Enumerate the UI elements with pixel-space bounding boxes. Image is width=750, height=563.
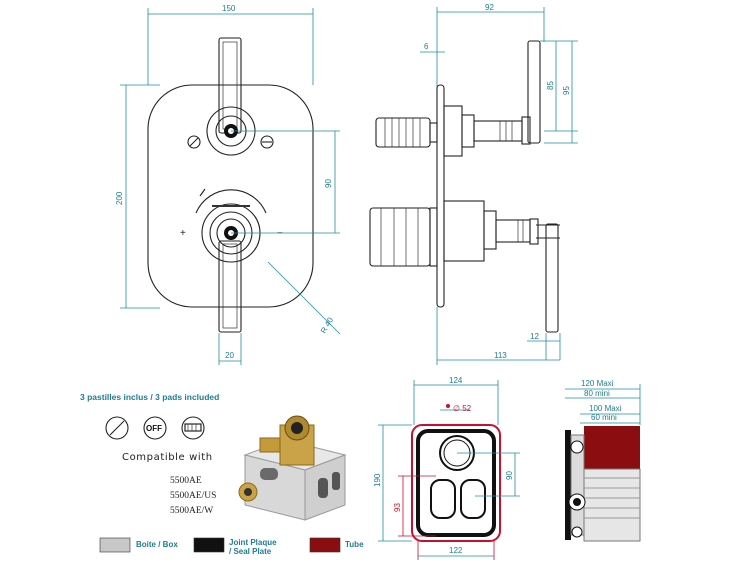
model-list: 5500AE 5500AE/US 5500AE/W bbox=[170, 474, 216, 519]
plus-icon: + bbox=[180, 228, 186, 239]
tube-section bbox=[584, 426, 640, 469]
dim-113: 113 bbox=[494, 351, 507, 360]
icon-left-small bbox=[187, 135, 201, 149]
icon-right-small bbox=[260, 135, 274, 149]
dim-95: 95 bbox=[562, 86, 571, 95]
model-item: 5500AE/W bbox=[170, 506, 214, 516]
box-profile-view: 120 Maxi 80 mini 100 Maxi 60 mini bbox=[565, 379, 641, 542]
box-front-view: 124 ∅ 52 190 93 90 122 bbox=[373, 376, 520, 560]
dim-6: 6 bbox=[424, 42, 429, 51]
valve-body-illustration bbox=[238, 415, 347, 521]
dim-93: 93 bbox=[393, 503, 402, 512]
dim-85: 85 bbox=[546, 81, 555, 90]
dim-100-maxi: 100 Maxi bbox=[589, 404, 622, 413]
legend-label-box: Boite / Box bbox=[136, 540, 178, 549]
dim-r40: R 40 bbox=[319, 315, 336, 335]
dim-122: 122 bbox=[449, 546, 463, 555]
dim-92: 92 bbox=[485, 3, 494, 12]
model-item: 5500AE/US bbox=[170, 491, 217, 501]
model-item: 5500AE bbox=[170, 476, 202, 486]
legend-swatch-box bbox=[99, 537, 131, 553]
compatible-label: Compatible with bbox=[122, 452, 213, 463]
dim-90: 90 bbox=[324, 179, 333, 188]
dim-60-mini: 60 mini bbox=[591, 413, 617, 422]
dim-190: 190 bbox=[373, 473, 382, 487]
pads-icons: OFF bbox=[105, 416, 205, 440]
legend-swatch-seal bbox=[193, 537, 225, 553]
legend-swatch-tube bbox=[309, 537, 341, 553]
legend-label-tube: Tube bbox=[345, 540, 364, 549]
front-view: 150 200 + − 90 bbox=[115, 4, 341, 365]
dim-90-box: 90 bbox=[505, 471, 514, 480]
dim-124: 124 bbox=[449, 376, 463, 385]
dim-52: ∅ 52 bbox=[453, 404, 472, 413]
hand-shower-icon bbox=[105, 416, 129, 440]
legend-label-seal: Joint Plaque / Seal Plate bbox=[229, 538, 277, 556]
dim-120-maxi: 120 Maxi bbox=[581, 379, 614, 388]
off-icon bbox=[143, 416, 167, 440]
dim-80-mini: 80 mini bbox=[584, 389, 610, 398]
lower-lever bbox=[218, 240, 242, 333]
dim-20: 20 bbox=[225, 351, 234, 360]
pads-title: 3 pastilles inclus / 3 pads included bbox=[80, 392, 220, 402]
legend-swatches bbox=[99, 537, 341, 553]
overhead-shower-icon bbox=[181, 416, 205, 440]
dim-150: 150 bbox=[222, 4, 236, 13]
minus-icon: − bbox=[277, 228, 283, 239]
dim-12: 12 bbox=[530, 332, 539, 341]
front-plate bbox=[147, 84, 314, 308]
off-icon-label: OFF bbox=[146, 424, 162, 433]
side-view: 92 6 85 95 bbox=[369, 3, 578, 365]
dim-200: 200 bbox=[115, 191, 124, 205]
